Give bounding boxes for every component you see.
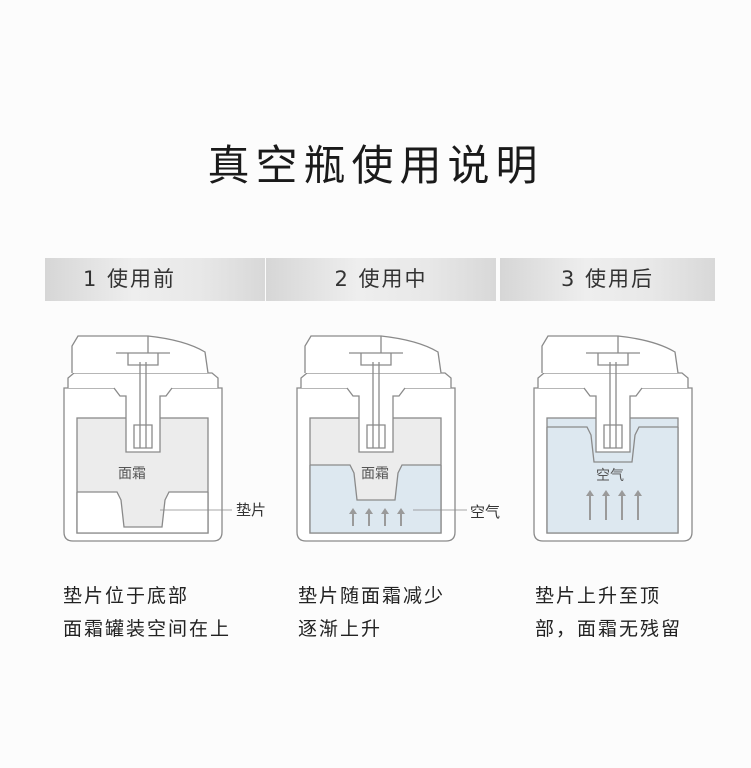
desc-line: 部，面霜无残留 bbox=[535, 618, 683, 640]
jar1-inner-label: 面霜 bbox=[118, 466, 146, 482]
air-arrow-icon bbox=[397, 508, 405, 526]
step-header-2: 2 使用中 bbox=[266, 258, 496, 301]
air-arrow-icon bbox=[586, 490, 594, 520]
desc-line: 垫片上升至顶 bbox=[535, 585, 662, 607]
desc-line: 垫片位于底部 bbox=[63, 585, 190, 607]
jar2-pointer-label: 空气 bbox=[470, 503, 501, 521]
air-arrow-icon bbox=[349, 508, 357, 526]
page-title: 真空瓶使用说明 bbox=[207, 141, 544, 190]
jar1-pointer-label: 垫片 bbox=[236, 501, 267, 519]
step-header-3: 3 使用后 bbox=[500, 258, 715, 301]
desc-line: 面霜罐装空间在上 bbox=[63, 618, 232, 640]
air-arrow-icon bbox=[365, 508, 373, 526]
jar-0 bbox=[63, 335, 232, 542]
jar2-inner-label: 面霜 bbox=[361, 466, 389, 482]
jar-1 bbox=[296, 335, 467, 542]
step-label: 1 使用前 bbox=[83, 267, 177, 291]
air-arrow-icon bbox=[381, 508, 389, 526]
step-3-description: 垫片上升至顶部，面霜无残留 bbox=[535, 580, 682, 646]
step-label: 2 使用中 bbox=[334, 267, 428, 291]
step-label: 3 使用后 bbox=[560, 267, 655, 291]
air-arrow-icon bbox=[618, 490, 626, 520]
jar3-inner-label: 空气 bbox=[596, 468, 624, 484]
desc-line: 垫片随面霜减少 bbox=[298, 585, 446, 607]
step-2-description: 垫片随面霜减少逐渐上升 bbox=[298, 580, 445, 646]
air-arrow-icon bbox=[602, 490, 610, 520]
desc-line: 逐渐上升 bbox=[298, 618, 383, 640]
jar-2 bbox=[533, 335, 693, 542]
step-1-description: 垫片位于底部面霜罐装空间在上 bbox=[63, 580, 231, 646]
air-arrow-icon bbox=[634, 490, 642, 520]
step-header-1: 1 使用前 bbox=[45, 258, 265, 301]
